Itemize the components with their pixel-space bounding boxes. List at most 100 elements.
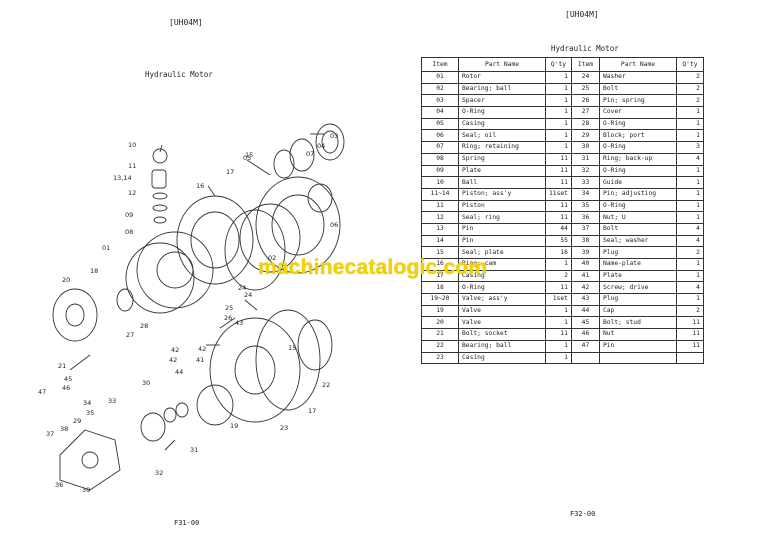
cell-part-name: Seal; oil	[458, 129, 546, 143]
cell-part-name: Seal; washer	[598, 234, 677, 248]
col-item-2: Item	[570, 57, 600, 72]
cell-item: 31	[570, 152, 600, 166]
cell-part-name: O-Ring	[598, 141, 677, 154]
cell-qty: 11	[545, 152, 572, 166]
cell-item: 39	[570, 246, 600, 259]
cell-qty: 2	[675, 94, 704, 108]
cell-part-name: Ring; back-up	[598, 152, 677, 166]
svg-text:18: 18	[90, 267, 98, 275]
svg-text:25: 25	[225, 304, 233, 312]
cell-qty: 11	[675, 339, 704, 353]
exploded-parts-diagram: 10 11 13,14 12 09 08 01 16 17 15 03 04 0…	[38, 123, 345, 494]
cell-part-name: Ball	[458, 176, 546, 189]
cell-qty: 1	[675, 187, 704, 201]
cell-item: 02	[421, 82, 459, 96]
cell-part-name: Plug	[598, 293, 677, 306]
cell-item: 13	[421, 222, 459, 236]
cell-part-name: Plate	[458, 164, 546, 178]
cell-qty: 55	[545, 234, 572, 248]
svg-text:31: 31	[190, 446, 198, 454]
svg-text:28: 28	[140, 322, 148, 330]
svg-text:13,14: 13,14	[113, 174, 132, 182]
cell-item: 33	[570, 176, 600, 189]
cell-qty: 44	[545, 222, 572, 236]
cell-item: 38	[570, 234, 600, 248]
svg-text:26: 26	[224, 314, 232, 322]
cell-item: 45	[570, 316, 600, 330]
cell-item: 18	[421, 281, 459, 295]
svg-text:07: 07	[306, 150, 314, 158]
cell-part-name: Ring; retaining	[458, 141, 546, 154]
cell-part-name: Pin; spring	[598, 94, 677, 108]
col-part-name-2: Part Name	[598, 57, 677, 72]
svg-text:09: 09	[125, 211, 133, 219]
cell-part-name: Seal; ring	[458, 211, 546, 224]
svg-text:02: 02	[268, 254, 276, 262]
cell-item: 11	[421, 199, 459, 213]
svg-text:16: 16	[196, 182, 204, 190]
cell-part-name: Bearing; ball	[458, 82, 546, 96]
cell-part-name: Valve	[458, 316, 546, 330]
cell-part-name: Nut	[598, 328, 677, 341]
cell-item: 24	[570, 71, 600, 84]
cell-part-name: Bearing; ball	[458, 339, 546, 353]
cell-part-name: Block; port	[598, 129, 677, 143]
svg-text:20: 20	[62, 276, 70, 284]
svg-text:41: 41	[196, 356, 204, 364]
cell-item: 40	[570, 258, 600, 271]
svg-text:19: 19	[230, 422, 238, 430]
cell-qty: 11	[545, 164, 572, 178]
watermark: machinecatalogic.com	[258, 256, 488, 279]
svg-text:42: 42	[171, 346, 179, 354]
cell-part-name: Spring	[458, 152, 546, 166]
svg-text:17: 17	[308, 407, 316, 415]
cell-part-name: Bolt	[598, 222, 677, 236]
cell-qty: 4	[675, 281, 704, 295]
cell-part-name: Plug	[598, 246, 677, 259]
cell-part-name: Spacer	[458, 94, 546, 108]
cell-part-name: O-Ring	[598, 199, 677, 213]
cell-part-name: Pin	[598, 339, 677, 353]
cell-item: 11~14	[421, 187, 459, 201]
cell-qty: 1	[545, 141, 572, 154]
cell-item: 47	[570, 339, 600, 353]
cell-qty: 1	[675, 293, 704, 306]
svg-text:11: 11	[128, 162, 136, 170]
col-qty: Q'ty	[545, 57, 572, 72]
cell-qty: 2	[675, 82, 704, 96]
cell-qty: 2	[675, 304, 704, 318]
cell-item: 01	[421, 71, 459, 84]
cell-part-name: Valve; ass'y	[458, 293, 546, 306]
col-qty-2: Q'ty	[675, 57, 704, 72]
svg-text:46: 46	[62, 384, 70, 392]
svg-text:42: 42	[169, 356, 177, 364]
cell-qty: 1	[675, 258, 704, 271]
cell-part-name: Piston; ass'y	[458, 187, 546, 201]
cell-item: 27	[570, 106, 600, 119]
cell-qty: 1	[545, 351, 572, 365]
svg-text:01: 01	[102, 244, 110, 252]
cell-part-name: Bolt; socket	[458, 328, 546, 341]
svg-text:44: 44	[175, 368, 183, 376]
svg-text:21: 21	[58, 362, 66, 370]
cell-item: 30	[570, 141, 600, 154]
cell-item: 46	[570, 328, 600, 341]
cell-qty: 11	[675, 316, 704, 330]
cell-item: 26	[570, 94, 600, 108]
cell-item: 29	[570, 129, 600, 143]
cell-item: 19	[421, 304, 459, 318]
svg-text:15: 15	[288, 344, 296, 352]
cell-item	[570, 351, 600, 365]
cell-item: 25	[570, 82, 600, 96]
cell-part-name: Piston	[458, 199, 546, 213]
